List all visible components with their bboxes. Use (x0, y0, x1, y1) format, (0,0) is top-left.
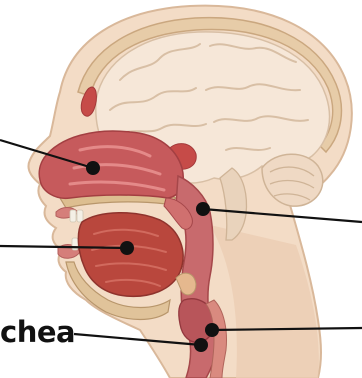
marker-dot-trachea (194, 338, 208, 352)
marker-dot-pharynx (196, 202, 210, 216)
marker-dot-nasal-cavity (86, 161, 100, 175)
marker-dot-oral-cavity (120, 241, 134, 255)
marker-dot-larynx (205, 323, 219, 337)
trachea-label: chea (0, 313, 75, 351)
